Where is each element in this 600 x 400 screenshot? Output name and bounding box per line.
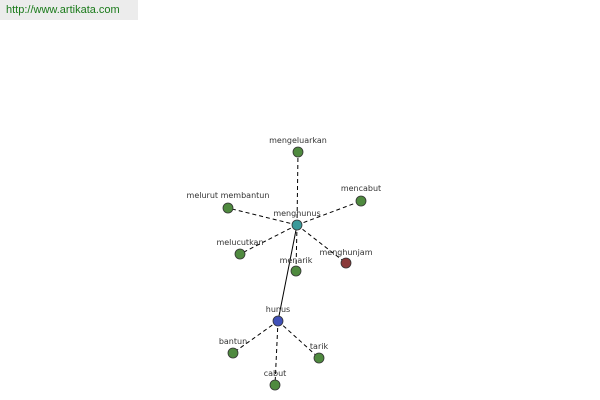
node-label-melucutkan[interactable]: melucutkan [216, 238, 263, 247]
node-menghunjam[interactable]: menghunjam [320, 248, 373, 269]
node-mencabut[interactable]: mencabut [341, 184, 381, 207]
node-circle-menghunjam[interactable] [340, 257, 352, 269]
node-label-mencabut[interactable]: mencabut [341, 184, 381, 193]
node-circle-bantun[interactable] [227, 347, 239, 359]
edge-menghunus-mengeluarkan [296, 151, 299, 226]
edge-menghunus-hunus [277, 224, 298, 322]
node-circle-mencabut[interactable] [355, 195, 367, 207]
edge-hunus-cabut [274, 320, 279, 386]
node-circle-tarik[interactable] [313, 352, 325, 364]
node-label-menarik[interactable]: menarik [280, 256, 313, 265]
node-label-mengeluarkan[interactable]: mengeluarkan [269, 136, 327, 145]
node-circle-menarik[interactable] [290, 265, 302, 277]
site-url-link[interactable]: http://www.artikata.com [6, 4, 120, 16]
edge-menghunus-menghunjam [296, 224, 347, 264]
node-bantun[interactable]: bantun [219, 337, 247, 359]
url-banner: http://www.artikata.com [0, 0, 138, 20]
node-cabut[interactable]: cabut [264, 369, 287, 391]
node-melurut-membantun[interactable]: melurut membantun [187, 191, 270, 214]
edge-menghunus-menarik [295, 224, 298, 272]
node-label-menghunjam[interactable]: menghunjam [320, 248, 373, 257]
edge-hunus-bantun [232, 320, 279, 354]
node-tarik[interactable]: tarik [310, 342, 329, 364]
node-menghunus[interactable]: menghunus [273, 209, 321, 231]
node-label-tarik[interactable]: tarik [310, 342, 329, 351]
node-label-hunus[interactable]: hunus [266, 305, 290, 314]
node-mengeluarkan[interactable]: mengeluarkan [269, 136, 327, 158]
node-label-bantun[interactable]: bantun [219, 337, 247, 346]
node-circle-melucutkan[interactable] [234, 248, 246, 260]
edge-layer [227, 151, 362, 386]
node-circle-mengeluarkan[interactable] [292, 146, 304, 158]
node-circle-hunus[interactable] [272, 315, 284, 327]
node-melucutkan[interactable]: melucutkan [216, 238, 264, 260]
node-circle-cabut[interactable] [269, 379, 281, 391]
edge-menghunus-melucutkan [239, 224, 298, 255]
node-label-menghunus[interactable]: menghunus [273, 209, 320, 218]
edge-menghunus-mencabut [296, 200, 362, 226]
node-circle-menghunus[interactable] [291, 219, 303, 231]
node-label-melurut-membantun[interactable]: melurut membantun [187, 191, 270, 200]
node-menarik[interactable]: menarik [280, 256, 313, 277]
edge-menghunus-melurut-membantun [227, 207, 298, 226]
node-label-cabut[interactable]: cabut [264, 369, 287, 378]
edge-hunus-tarik [277, 320, 320, 359]
node-circle-melurut-membantun[interactable] [222, 202, 234, 214]
node-hunus[interactable]: hunus [266, 305, 290, 327]
